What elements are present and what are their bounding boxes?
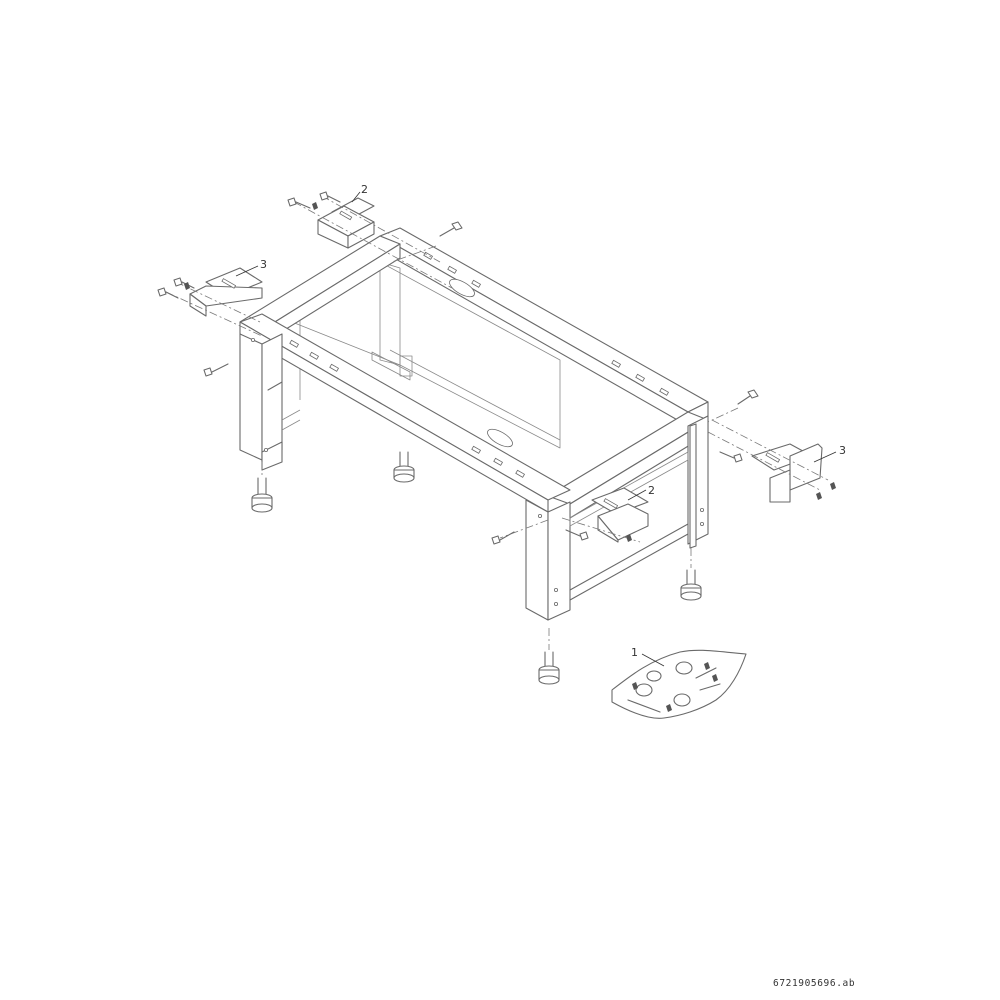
screw [439,221,463,237]
screw [203,363,229,377]
bracket-left [165,267,263,337]
screw [287,197,311,209]
levelling-foot [538,628,560,685]
callout-label: 3 [260,258,267,271]
fittings-bag [611,649,747,719]
callout-label: 2 [648,484,655,497]
screw-small [816,482,836,500]
screw [491,531,515,545]
callout-2-front: 2 [627,484,655,501]
document-id: 6721905696.ab [773,978,856,989]
callout-1: 1 [631,646,665,667]
bracket-right [707,407,829,503]
callout-label: 3 [839,444,846,457]
screw-small [184,282,190,290]
callout-3-left: 3 [235,258,267,277]
screw-small [312,202,318,210]
screw [565,529,589,541]
rail-holes [289,251,670,478]
bracket-top-rear [293,195,453,289]
levelling-foot [251,462,273,513]
callout-label: 1 [631,646,638,659]
callout-3-right: 3 [813,444,846,463]
levelling-foot [680,548,702,601]
callout-2-top: 2 [351,183,368,203]
screw [173,277,195,289]
screw [157,287,179,299]
base-frame [239,227,709,621]
screw [719,451,743,463]
screw-small [626,534,632,542]
screw [319,191,341,203]
screw [737,389,759,405]
levelling-foot [393,451,415,483]
callout-label: 2 [361,183,368,196]
